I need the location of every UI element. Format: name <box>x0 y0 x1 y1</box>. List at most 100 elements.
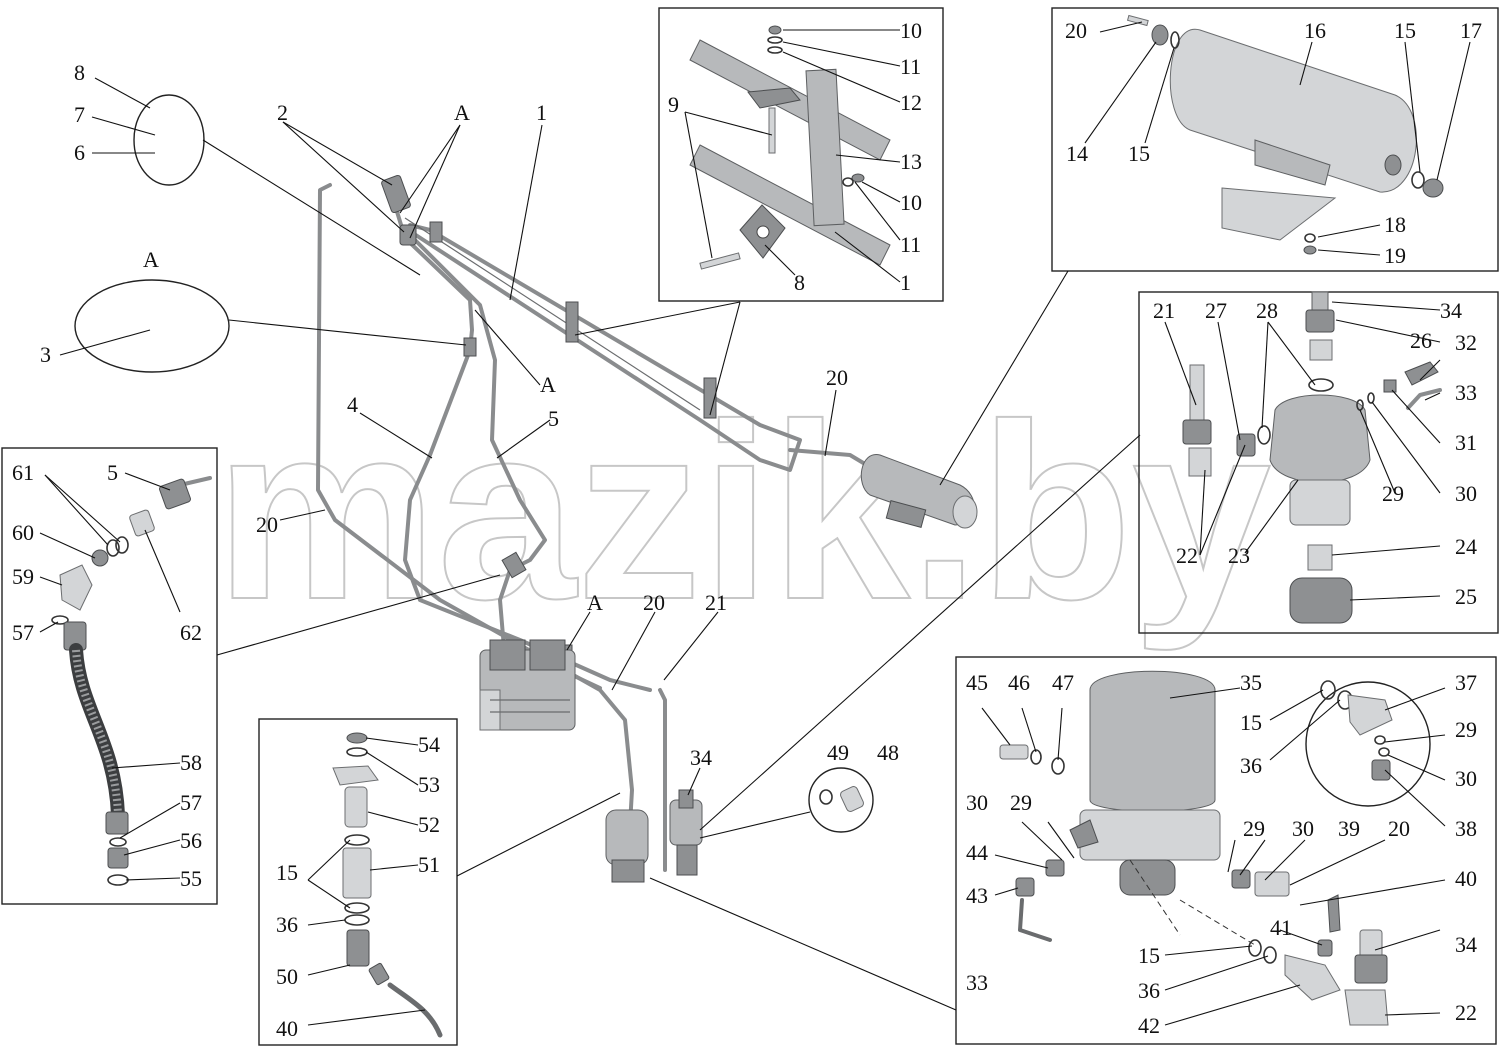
label-25: 25 <box>1455 584 1477 609</box>
label-24: 24 <box>1455 534 1477 559</box>
label-57-b: 57 <box>180 790 202 815</box>
label-51: 51 <box>418 852 440 877</box>
label-22-a: 22 <box>1176 543 1198 568</box>
label-7: 7 <box>74 102 85 127</box>
label-40-b: 40 <box>1455 866 1477 891</box>
label-58: 58 <box>180 750 202 775</box>
label-45: 45 <box>966 670 988 695</box>
label-11-b: 11 <box>900 232 921 257</box>
label-view-a-3: A <box>540 372 556 397</box>
label-30-d: 30 <box>1292 816 1314 841</box>
label-14: 14 <box>1066 141 1088 166</box>
label-56: 56 <box>180 828 202 853</box>
label-41: 41 <box>1270 915 1292 940</box>
label-3: 3 <box>40 342 51 367</box>
label-61: 61 <box>12 460 34 485</box>
label-29-b: 29 <box>1455 717 1477 742</box>
label-34-a: 34 <box>690 745 712 770</box>
detail-frame-clamp <box>658 7 944 302</box>
label-29-a: 29 <box>1382 481 1404 506</box>
label-27: 27 <box>1205 298 1227 323</box>
detail-drain-parts <box>332 732 443 1038</box>
label-42: 42 <box>1138 1013 1160 1038</box>
label-19: 19 <box>1384 243 1406 268</box>
detail-dryer-parts <box>999 670 1393 1026</box>
label-30-b: 30 <box>1455 766 1477 791</box>
dryer-assembly <box>605 789 703 883</box>
label-20-c: 20 <box>643 590 665 615</box>
label-10-a: 10 <box>900 18 922 43</box>
label-31: 31 <box>1455 430 1477 455</box>
label-53: 53 <box>418 772 440 797</box>
label-36-b: 36 <box>1240 753 1262 778</box>
label-50: 50 <box>276 964 298 989</box>
label-view-a-1: A <box>454 100 470 125</box>
detail-frame-hose <box>1 447 218 905</box>
label-33-a: 33 <box>1455 380 1477 405</box>
label-1-b: 1 <box>900 270 911 295</box>
label-16: 16 <box>1304 18 1326 43</box>
label-20-b: 20 <box>826 365 848 390</box>
label-57-a: 57 <box>12 620 34 645</box>
label-23: 23 <box>1228 543 1250 568</box>
label-15-b: 15 <box>1128 141 1150 166</box>
label-52: 52 <box>418 812 440 837</box>
detail-clamp-parts <box>689 25 891 270</box>
label-15-e: 15 <box>1138 943 1160 968</box>
label-21-a: 21 <box>705 590 727 615</box>
label-18: 18 <box>1384 212 1406 237</box>
label-15-c: 15 <box>276 860 298 885</box>
detail-regulator-parts <box>1182 291 1442 624</box>
label-13: 13 <box>900 149 922 174</box>
label-54: 54 <box>418 732 440 757</box>
label-29-c: 29 <box>1010 790 1032 815</box>
label-36-a: 36 <box>276 912 298 937</box>
label-43: 43 <box>966 883 988 908</box>
compressor <box>479 639 576 731</box>
label-32-visible: 32 <box>1455 330 1477 355</box>
label-29-d: 29 <box>1243 816 1265 841</box>
label-40-a: 40 <box>276 1016 298 1041</box>
label-9: 9 <box>668 92 679 117</box>
label-21-b: 21 <box>1153 298 1175 323</box>
label-44: 44 <box>966 840 988 865</box>
part-labels: 8 7 6 2 A 1 A 3 A 4 5 20 20 A 20 21 34 4… <box>12 18 1482 1041</box>
label-28: 28 <box>1256 298 1278 323</box>
main-receiver <box>860 454 978 529</box>
detail-hose-parts <box>51 476 212 886</box>
label-48: 48 <box>877 740 899 765</box>
label-20-a: 20 <box>256 512 278 537</box>
callout-circle-elbow <box>1305 681 1431 807</box>
label-8-b: 8 <box>794 270 805 295</box>
label-2: 2 <box>277 100 288 125</box>
label-55: 55 <box>180 866 202 891</box>
detail-frame-receiver <box>1051 7 1499 272</box>
label-20-e: 20 <box>1388 816 1410 841</box>
label-15-d: 15 <box>1240 710 1262 735</box>
label-15-a: 15 <box>1394 18 1416 43</box>
label-34-c: 34 <box>1455 932 1477 957</box>
label-37: 37 <box>1455 670 1477 695</box>
label-30-c: 30 <box>966 790 988 815</box>
label-11-a: 11 <box>900 54 921 79</box>
label-38: 38 <box>1455 816 1477 841</box>
label-5: 5 <box>548 406 559 431</box>
label-26: 26 <box>1410 328 1432 353</box>
label-4: 4 <box>347 392 358 417</box>
watermark: mazik.by <box>215 372 1271 651</box>
label-6: 6 <box>74 140 85 165</box>
callout-circle-bolt <box>133 94 205 186</box>
label-59: 59 <box>12 564 34 589</box>
label-33-b: 33 <box>966 970 988 995</box>
label-49: 49 <box>827 740 849 765</box>
label-5-b: 5 <box>107 460 118 485</box>
label-35: 35 <box>1240 670 1262 695</box>
label-60: 60 <box>12 520 34 545</box>
label-36-c: 36 <box>1138 978 1160 1003</box>
label-view-a-4: A <box>587 590 603 615</box>
label-17: 17 <box>1460 18 1482 43</box>
label-62: 62 <box>180 620 202 645</box>
label-46: 46 <box>1008 670 1030 695</box>
detail-frame-dryer <box>955 656 1497 1045</box>
detail-receiver-parts <box>1126 14 1444 255</box>
